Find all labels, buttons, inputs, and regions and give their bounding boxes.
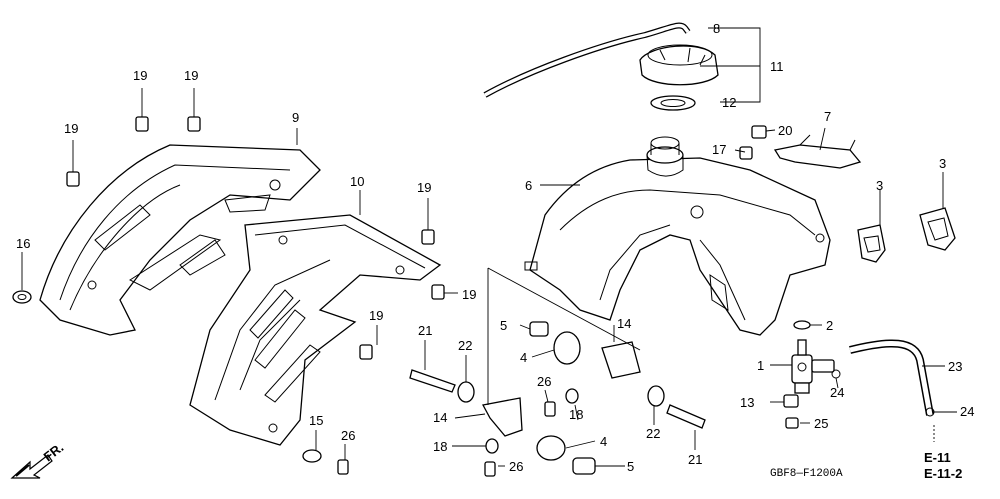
callout-4: 4 <box>520 350 527 365</box>
fuel-tank-part <box>524 136 831 336</box>
washer-part-2 <box>793 320 811 330</box>
callout-4: 4 <box>600 434 607 449</box>
callout-26: 26 <box>537 374 551 389</box>
callout-22: 22 <box>458 338 472 353</box>
front-arrow-indicator: FR. <box>10 440 66 479</box>
callout-3: 3 <box>939 156 946 171</box>
callout-19: 19 <box>417 180 431 195</box>
callout-24: 24 <box>830 385 844 400</box>
fuel-cock-part <box>791 339 835 394</box>
fuel-cap-part <box>639 44 719 86</box>
callout-15: 15 <box>309 413 323 428</box>
callout-7: 7 <box>824 109 831 124</box>
callout-21: 21 <box>688 452 702 467</box>
callout-1: 1 <box>757 358 764 373</box>
stay-part-7 <box>773 134 862 169</box>
callout-10: 10 <box>350 174 364 189</box>
callout-11: 11 <box>770 59 784 74</box>
fuel-tube-part <box>849 339 934 416</box>
bolt-part-19 <box>66 116 445 360</box>
callout-14: 14 <box>617 316 631 331</box>
callout-18: 18 <box>433 439 447 454</box>
clip-part-24 <box>831 369 935 417</box>
callout-3: 3 <box>876 178 883 193</box>
cushion-part-3a <box>857 224 886 263</box>
callout-19: 19 <box>64 121 78 136</box>
reference-e-11-2[interactable]: E-11-2 <box>924 466 962 481</box>
callout-14: 14 <box>433 410 447 425</box>
callout-26: 26 <box>341 428 355 443</box>
clip-part-17 <box>739 146 753 160</box>
callout-20: 20 <box>778 123 792 138</box>
bolt-part-20 <box>751 125 767 139</box>
callout-26: 26 <box>509 459 523 474</box>
callout-24: 24 <box>960 404 974 419</box>
callout-13: 13 <box>740 395 754 410</box>
cap-gasket-part <box>650 95 696 111</box>
drawing-code: GBF8—F1200A <box>770 468 843 480</box>
breather-tube-part <box>483 22 691 98</box>
callout-6: 6 <box>525 178 532 193</box>
callout-23: 23 <box>948 359 962 374</box>
reference-e-11[interactable]: E-11 <box>924 450 951 465</box>
callout-17: 17 <box>712 142 726 157</box>
rubber-part-4 <box>536 331 581 461</box>
bolt-part-26 <box>337 401 556 477</box>
callout-19: 19 <box>133 68 147 83</box>
collar-part-16 <box>12 290 32 304</box>
washer-part-22 <box>457 381 665 407</box>
callout-5: 5 <box>627 459 634 474</box>
collar-part-15 <box>302 449 322 463</box>
bolt-part-21 <box>409 369 706 429</box>
callout-21: 21 <box>418 323 432 338</box>
washer-part-18 <box>485 388 579 454</box>
callout-18: 18 <box>569 407 583 422</box>
callout-19: 19 <box>184 68 198 83</box>
callout-12: 12 <box>722 95 736 110</box>
callout-5: 5 <box>500 318 507 333</box>
callout-8: 8 <box>713 21 720 36</box>
screen-part-13 <box>783 394 799 408</box>
callout-19: 19 <box>369 308 383 323</box>
right-shroud-part <box>189 214 442 446</box>
callout-numbers: 19 19 19 9 10 19 19 19 16 15 26 21 22 5 … <box>16 21 974 474</box>
bracket-part-14 <box>482 341 641 437</box>
cushion-part-3b <box>919 207 956 251</box>
callout-16: 16 <box>16 236 30 251</box>
callout-19: 19 <box>462 287 476 302</box>
callout-22: 22 <box>646 426 660 441</box>
left-shroud-part <box>39 144 321 336</box>
callout-9: 9 <box>292 110 299 125</box>
leader-lines <box>21 27 957 467</box>
callout-25: 25 <box>814 416 828 431</box>
callout-2: 2 <box>826 318 833 333</box>
washer-part-25 <box>785 417 799 429</box>
